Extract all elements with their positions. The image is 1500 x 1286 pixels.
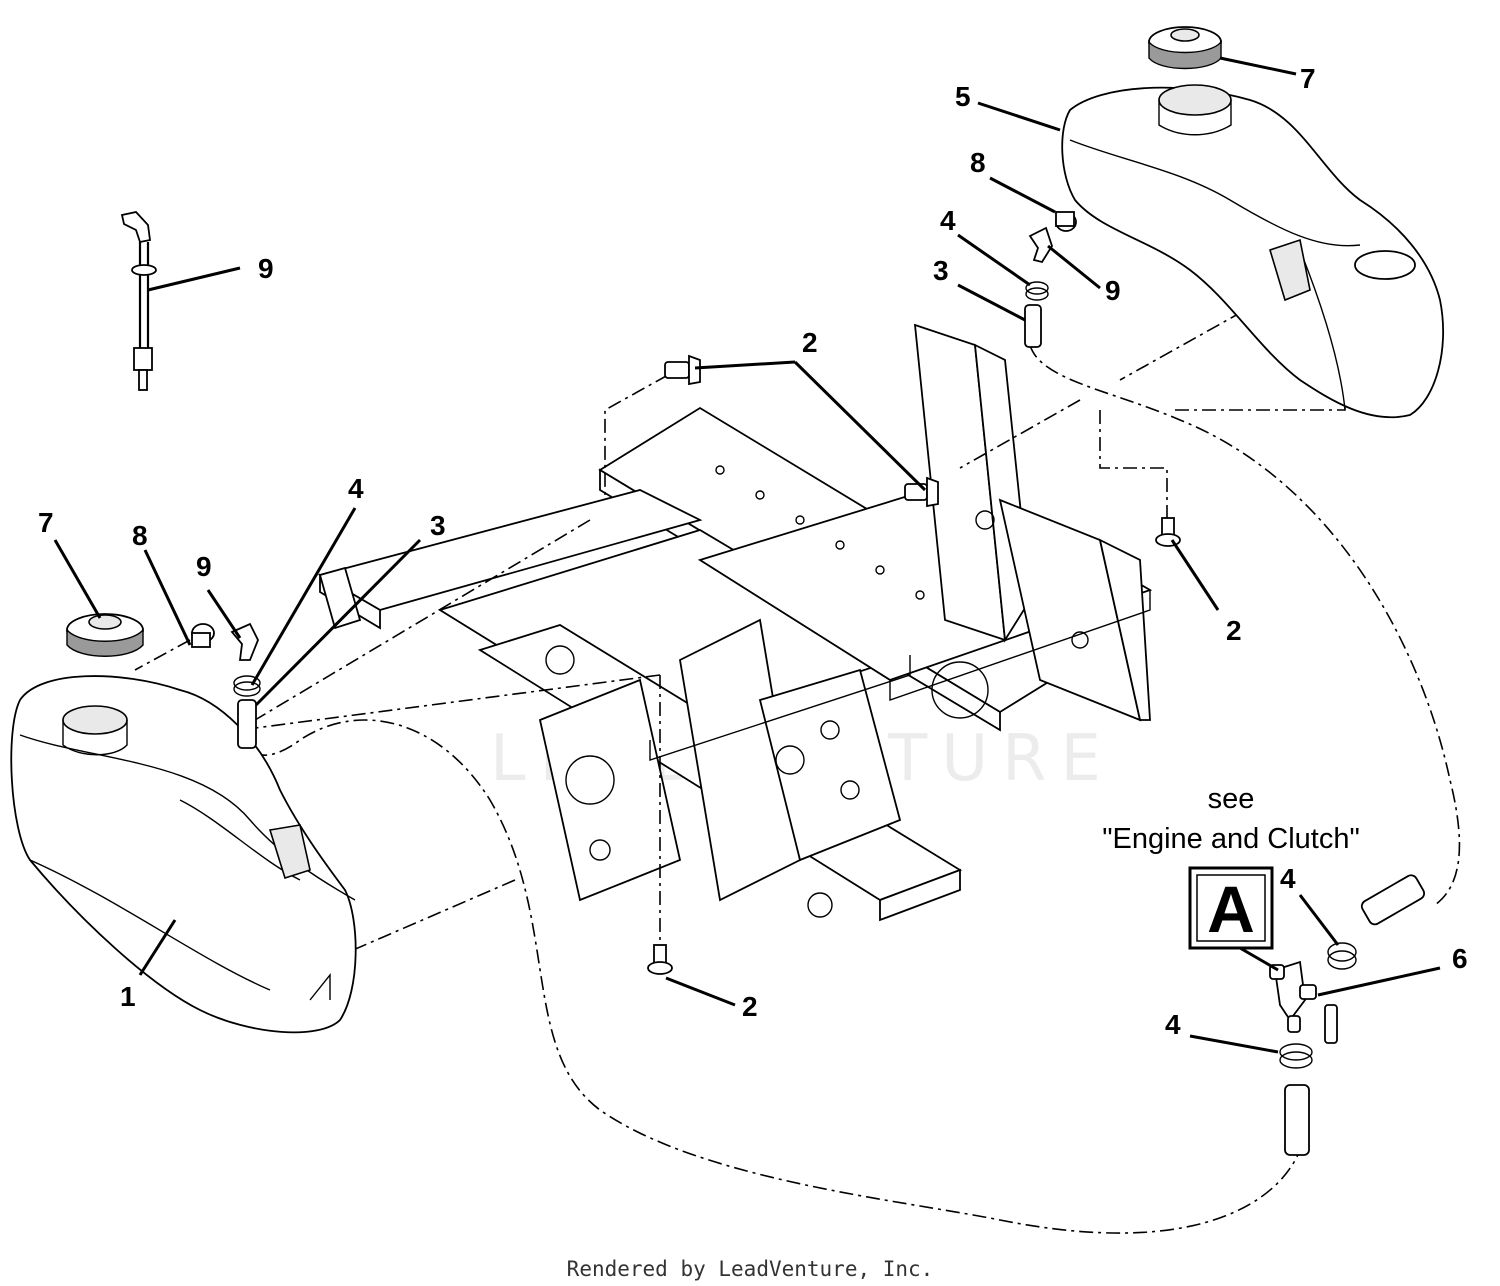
bolt-bottom bbox=[647, 944, 673, 975]
right-short-hose bbox=[1024, 304, 1042, 348]
callout-1: 1 bbox=[120, 981, 136, 1012]
callout-5: 5 bbox=[955, 81, 971, 112]
footer-credit: Rendered by LeadVenture, Inc. bbox=[567, 1257, 934, 1281]
reference-note-see: see bbox=[1208, 783, 1255, 815]
callout-6: 6 bbox=[1452, 943, 1468, 974]
bolt-top bbox=[664, 354, 701, 386]
right-elbow-fitting bbox=[1028, 226, 1053, 264]
left-elbow-fitting bbox=[230, 622, 259, 661]
callout-4-right-top: 4 bbox=[940, 205, 956, 236]
callout-7-right: 7 bbox=[1300, 63, 1316, 94]
callout-9-left-top: 9 bbox=[258, 253, 274, 284]
reference-note: see "Engine and Clutch" A bbox=[1102, 783, 1360, 950]
left-short-hose bbox=[237, 699, 257, 749]
callout-labels: 7 5 8 4 9 3 9 2 4 3 7 8 9 2 1 2 4 6 4 bbox=[38, 63, 1468, 1040]
lower-bottom-hose bbox=[1284, 1084, 1310, 1156]
callout-2-top: 2 bbox=[802, 327, 818, 358]
reference-box bbox=[1188, 866, 1274, 950]
callout-9-right: 9 bbox=[1105, 275, 1121, 306]
left-fuel-cap bbox=[66, 613, 144, 657]
leader-lines bbox=[53, 56, 1441, 1054]
callout-4-lower-right-a: 4 bbox=[1280, 863, 1296, 894]
callout-3-right: 3 bbox=[933, 255, 949, 286]
left-hose-clamp bbox=[233, 675, 261, 697]
chassis-frame bbox=[317, 323, 1153, 922]
bolt-right bbox=[1155, 517, 1181, 547]
callout-4-left: 4 bbox=[348, 473, 364, 504]
right-fuel-cap bbox=[1148, 26, 1222, 70]
callout-2-bottom: 2 bbox=[742, 991, 758, 1022]
left-fuel-tank bbox=[10, 675, 357, 1034]
standalone-fuel-pickup bbox=[120, 211, 157, 391]
bolt-mid bbox=[904, 476, 939, 508]
callout-2-right: 2 bbox=[1226, 615, 1242, 646]
reference-box-letter: A bbox=[1207, 872, 1255, 946]
callout-9-left: 9 bbox=[196, 551, 212, 582]
right-grommet bbox=[1055, 211, 1077, 232]
lower-bottom-clamp bbox=[1279, 1043, 1313, 1069]
callout-8-left: 8 bbox=[132, 520, 148, 551]
callout-4-lower-right-b: 4 bbox=[1165, 1009, 1181, 1040]
fuel-tee-valve bbox=[1269, 960, 1338, 1044]
callout-8-right: 8 bbox=[970, 147, 986, 178]
lower-right-hose bbox=[1360, 874, 1426, 926]
callout-7-left: 7 bbox=[38, 507, 54, 538]
right-hose-clamp bbox=[1025, 281, 1049, 301]
callout-3-left: 3 bbox=[430, 510, 446, 541]
lower-right-clamp bbox=[1327, 942, 1357, 970]
right-fuel-tank bbox=[1061, 84, 1444, 419]
left-grommet bbox=[191, 623, 215, 648]
reference-note-title: "Engine and Clutch" bbox=[1102, 823, 1360, 855]
